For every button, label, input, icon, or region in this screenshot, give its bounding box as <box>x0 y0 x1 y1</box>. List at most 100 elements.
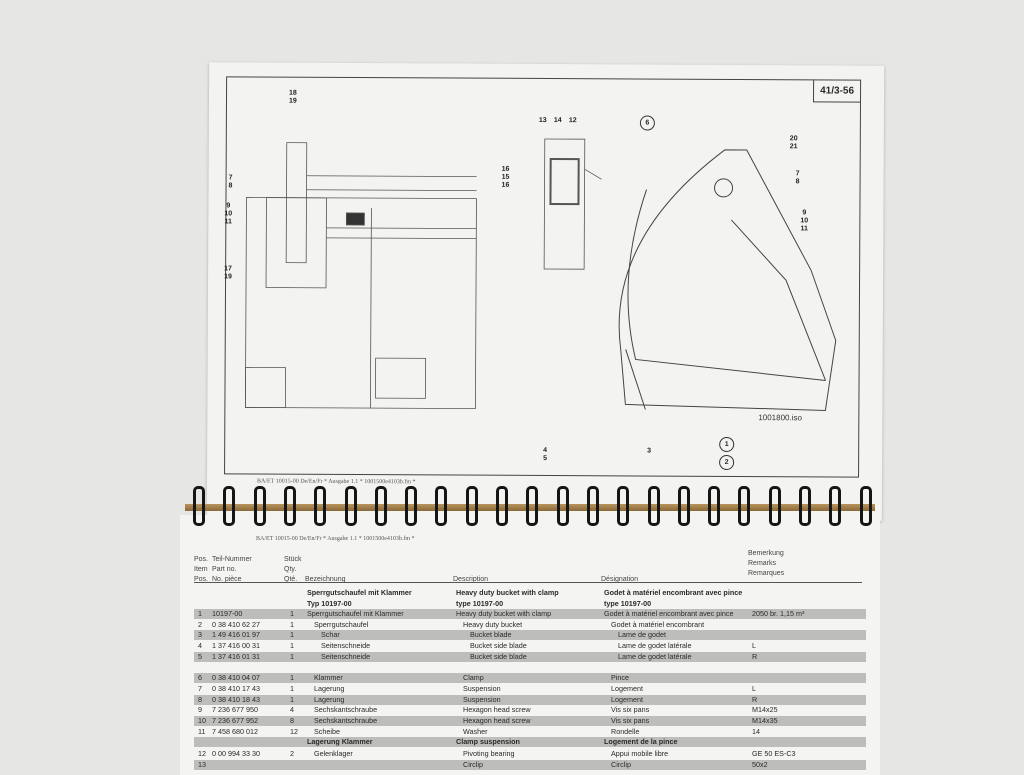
description-cell: Clamp <box>463 673 484 683</box>
pos-cell: 6 <box>198 673 202 683</box>
pos-cell: 10 <box>198 716 206 725</box>
blank-row <box>194 663 866 673</box>
designation-cell: Lame de godet latérale <box>618 641 692 651</box>
designation-cell: Circlip <box>611 759 631 769</box>
designation-cell: type 10197-00 <box>604 598 652 608</box>
designation-cell: Rondelle <box>611 726 640 736</box>
part-number-cell: 0 38 410 18 43 <box>212 694 260 704</box>
pos-cell: 3 <box>198 630 202 640</box>
designation-cell: Lame de godet latérale <box>618 651 692 661</box>
binding-ring <box>768 486 781 526</box>
description-cell: Suspension <box>463 683 501 693</box>
description-cell: type 10197-00 <box>456 598 504 608</box>
callout-16-15-16: 16 15 16 <box>501 165 510 189</box>
pos-cell: 1 <box>198 609 202 618</box>
bezeichnung-cell: Sechskantschraube <box>314 716 378 725</box>
bezeichnung-cell: Sperrgutschaufel mit Klammer <box>307 609 404 618</box>
part-number-cell: 1 49 416 01 97 <box>212 630 260 640</box>
section-heading-row: Typ 10197-00 type 10197-00 type 10197-00 <box>194 599 866 609</box>
designation-cell: Pince <box>611 673 629 683</box>
part-number-cell: 1 37 416 00 31 <box>212 641 260 651</box>
qty-cell: 8 <box>290 716 294 725</box>
remarks-cell: 50x2 <box>752 759 768 769</box>
bucket-side-view <box>244 142 477 410</box>
pos-cell: 4 <box>198 641 202 651</box>
part-number-cell: 7 236 677 950 <box>212 705 258 715</box>
designation-cell: Logement de la pince <box>604 737 678 747</box>
bezeichnung-cell: Sechskantschraube <box>314 705 378 715</box>
designation-cell: Godet à matériel encombrant avec pince <box>604 609 734 618</box>
bezeichnung-cell: Typ 10197-00 <box>307 598 352 608</box>
binding-ring <box>556 486 569 526</box>
remarks-cell: R <box>752 694 758 704</box>
description-cell: Bucket side blade <box>470 651 527 661</box>
binding-ring <box>708 486 721 526</box>
binding-ring <box>283 486 296 526</box>
bezeichnung-cell: Schar <box>321 630 340 640</box>
remarks-cell: M14x25 <box>752 705 778 715</box>
binding-ring <box>253 486 266 526</box>
binding-ring <box>799 486 811 526</box>
part-number-cell: 1 37 416 01 31 <box>212 651 260 661</box>
header-designation: Désignation <box>601 576 638 583</box>
bezeichnung-cell: Lagerung <box>314 694 345 704</box>
bezeichnung-cell: Gelenklager <box>314 748 353 758</box>
binding-ring <box>677 486 690 526</box>
designation-cell: Godet à matériel encombrant <box>611 619 705 629</box>
pos-cell: 12 <box>198 748 206 758</box>
designation-cell: Vis six pans <box>611 705 650 715</box>
header-part-number: Teil-Nummer Part no. No. pièce <box>212 556 252 583</box>
remarks-cell: M14x35 <box>752 716 778 725</box>
callout-6: 6 <box>639 115 655 131</box>
binding-ring <box>496 486 508 526</box>
bezeichnung-cell: Sperrgutschaufel mit Klammer <box>307 588 412 597</box>
description-cell: Bucket side blade <box>470 641 527 651</box>
pos-cell: 5 <box>198 651 202 661</box>
qty-cell: 12 <box>290 726 298 736</box>
part-number-cell: 0 38 410 62 27 <box>212 619 260 629</box>
binding-ring <box>617 486 630 526</box>
binding-ring <box>223 486 236 526</box>
part-number-cell: 0 00 994 33 30 <box>212 748 260 758</box>
spiral-binding <box>185 486 875 530</box>
qty-cell: 4 <box>290 705 294 715</box>
description-cell: Hexagon head screw <box>463 716 531 725</box>
callout-14: 14 <box>553 117 562 125</box>
qty-cell: 1 <box>290 651 294 661</box>
part-number-cell: 7 458 680 012 <box>212 726 258 736</box>
callout-17-19: 17 19 <box>224 265 232 281</box>
qty-cell: 1 <box>290 673 294 683</box>
callout-7-8-right: 7 8 <box>795 170 800 186</box>
callout-4-5: 4 5 <box>543 446 548 463</box>
description-cell: Circlip <box>463 759 483 769</box>
part-number-cell: 0 38 410 04 07 <box>212 673 260 683</box>
binding-ring <box>405 486 418 526</box>
pos-cell: 9 <box>198 705 202 715</box>
designation-cell: Vis six pans <box>611 716 650 725</box>
lower-page-parts-list: BA/ET 10015-00 De/En/Fr * Ausgabe 1.1 * … <box>180 515 880 775</box>
part-number-cell: 7 236 677 952 <box>212 716 258 725</box>
callout-9-10-11-right: 9 10 11 <box>800 209 809 233</box>
callout-12: 12 <box>568 117 577 125</box>
remarks-cell: 14 <box>752 726 760 736</box>
drawing-frame: 41/3-56 <box>224 76 862 478</box>
clamp-detail-view <box>543 138 602 270</box>
upper-page-footer: BA/ET 10015-00 De/En/Fr * Ausgabe 1.1 * … <box>256 478 416 486</box>
image-reference: 1001800.iso <box>758 413 802 423</box>
remarks-cell: L <box>752 683 756 693</box>
binding-ring <box>526 486 539 526</box>
designation-cell: Lame de godet <box>618 630 666 640</box>
binding-spine <box>185 504 875 511</box>
header-pos: Pos. Item Pos. <box>194 556 209 583</box>
description-cell: Heavy duty bucket <box>463 619 523 629</box>
description-cell: Pivoting bearing <box>463 748 515 758</box>
remarks-cell: 2050 br. 1,15 m³ <box>752 609 805 618</box>
binding-ring <box>314 486 327 526</box>
